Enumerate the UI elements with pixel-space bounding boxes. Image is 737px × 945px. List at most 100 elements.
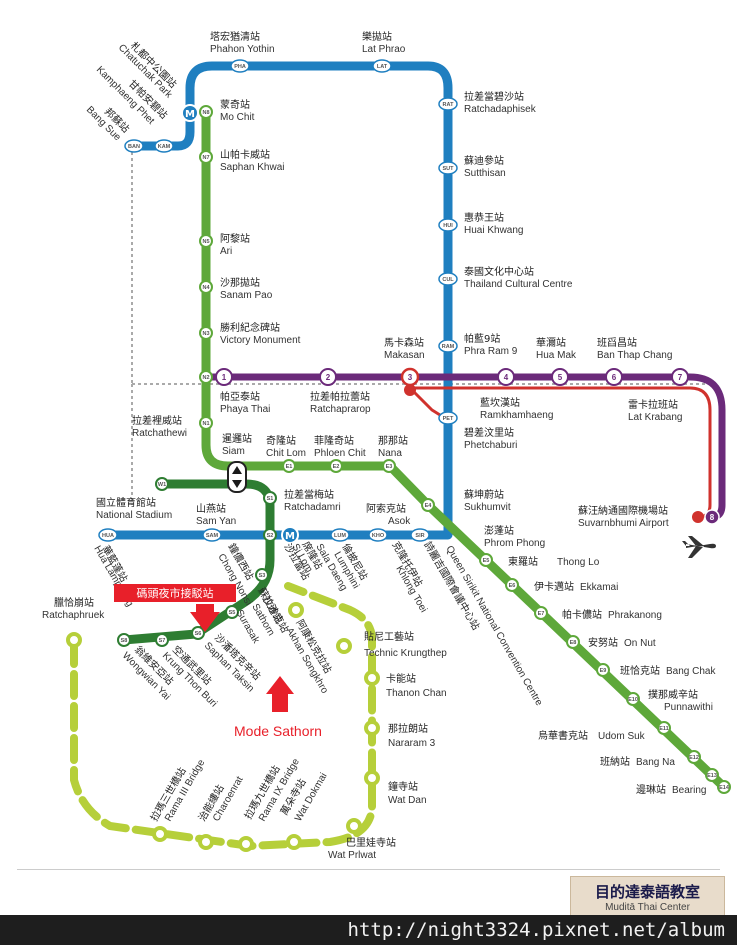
label-udomsuk: 烏華書克站 [538, 729, 588, 742]
station-pet[interactable]: PET [438, 411, 458, 425]
svg-text:N7: N7 [202, 155, 209, 161]
svg-text:HUI: HUI [443, 223, 453, 229]
station-s8[interactable]: S8 [117, 633, 131, 647]
station-e9[interactable]: E9 [596, 663, 610, 677]
station-n5[interactable]: N5 [199, 234, 213, 248]
station-ban[interactable]: BAN [124, 139, 144, 153]
station-p3[interactable]: 3 [400, 367, 420, 387]
station-p5[interactable]: 5 [551, 368, 569, 386]
label-latphrao-zh: 樂拋站 [362, 30, 392, 43]
brt-station-sathorn[interactable] [288, 602, 304, 618]
station-n4[interactable]: N4 [199, 280, 213, 294]
brt-station-akhan[interactable] [336, 638, 352, 654]
mode-sathorn-label: Mode Sathorn [234, 723, 322, 739]
label-thanonchan-zh: 卡能站 [386, 672, 416, 685]
siam-interchange[interactable] [227, 461, 247, 493]
station-pha[interactable]: PHA [230, 59, 250, 73]
station-w1[interactable]: W1 [155, 477, 169, 491]
label-phraram9-zh: 帕藍9站 [464, 332, 500, 345]
station-kho[interactable]: KHO [368, 528, 388, 542]
station-s1[interactable]: S1 [263, 491, 277, 505]
station-e14[interactable]: E14 [717, 780, 731, 794]
station-s3[interactable]: S3 [255, 568, 269, 582]
station-p4[interactable]: 4 [497, 368, 515, 386]
station-hua[interactable]: HUA [98, 528, 118, 542]
station-e10[interactable]: E10 [626, 692, 640, 706]
station-e2[interactable]: E2 [329, 459, 343, 473]
station-lum[interactable]: LUM [330, 528, 350, 542]
station-n8[interactable]: N8 [199, 105, 213, 119]
svg-text:S2: S2 [267, 533, 274, 539]
station-sir[interactable]: SIR [410, 528, 430, 542]
label-asok-en: Asok [388, 516, 411, 527]
brt-station-ramaiii[interactable] [152, 826, 168, 842]
station-p3-rail[interactable] [404, 384, 416, 396]
brt-station-ramaix[interactable] [238, 836, 254, 852]
station-sam[interactable]: SAM [202, 528, 222, 542]
svg-text:N8: N8 [202, 110, 209, 116]
station-n3[interactable]: N3 [199, 326, 213, 340]
station-s6[interactable]: S6 [191, 626, 205, 640]
svg-text:KAM: KAM [158, 144, 171, 150]
station-n2[interactable]: N2 [199, 370, 213, 384]
label-huamak-en: Hua Mak [536, 350, 577, 361]
station-sut[interactable]: SUT [438, 161, 458, 175]
station-e13[interactable]: E13 [705, 768, 719, 782]
station-e4[interactable]: E4 [421, 498, 435, 512]
label-mochit-en: Mo Chit [220, 112, 255, 123]
svg-text:E6: E6 [509, 583, 516, 589]
station-kam[interactable]: KAM [154, 139, 174, 153]
station-e1[interactable]: E1 [282, 459, 296, 473]
brt-station-nararam3[interactable] [364, 770, 380, 786]
station-lat[interactable]: LAT [372, 59, 392, 73]
label-ratchadamri-zh: 拉差當梅站 [284, 488, 334, 501]
station-e7[interactable]: E7 [534, 606, 548, 620]
label-ramkhamhaeng-en: Ramkhamhaeng [480, 410, 553, 421]
label-bangna: 班納站 [600, 755, 630, 768]
label-saphankhwai-en: Saphan Khwai [220, 162, 285, 173]
station-e11[interactable]: E11 [657, 721, 671, 735]
station-s2[interactable]: S2 [263, 528, 277, 542]
station-p8-airport[interactable]: 8 [692, 509, 720, 525]
mo-chit-interchange[interactable]: M [181, 104, 199, 122]
label-ratchaprarop-en: Ratchaprarop [310, 404, 371, 415]
station-n1[interactable]: N1 [199, 416, 213, 430]
label-ari-zh: 阿黎站 [220, 232, 250, 245]
label-ekkamai-en: Ekkamai [580, 582, 618, 593]
station-cul[interactable]: CUL [438, 272, 458, 286]
station-n7[interactable]: N7 [199, 150, 213, 164]
station-p6[interactable]: 6 [605, 368, 623, 386]
brt-station-watdan[interactable] [346, 818, 362, 834]
transit-map: M M PHA LAT BAN KAM RAT SUT HUI CUL RAM … [42, 30, 731, 861]
station-ram[interactable]: RAM [438, 339, 458, 353]
station-s7[interactable]: S7 [155, 633, 169, 647]
station-e12[interactable]: E12 [687, 750, 701, 764]
svg-text:SUT: SUT [443, 166, 455, 172]
station-p1[interactable]: 1 [215, 368, 233, 386]
svg-text:S6: S6 [195, 631, 202, 637]
station-p7[interactable]: 7 [671, 368, 689, 386]
label-phloenchit-zh: 菲隆奇站 [314, 434, 354, 447]
station-s5[interactable]: S5 [225, 605, 239, 619]
brt-station-thanonchan[interactable] [364, 720, 380, 736]
brt-station-charoenrat[interactable] [198, 834, 214, 850]
station-e6[interactable]: E6 [505, 578, 519, 592]
label-airport-en: Suvarnbhumi Airport [578, 518, 669, 529]
label-nararam3-zh: 那拉朗站 [388, 722, 428, 735]
station-e8[interactable]: E8 [566, 635, 580, 649]
brt-station-technic[interactable] [364, 670, 380, 686]
label-sukhumvit-zh: 蘇坤蔚站 [464, 488, 504, 501]
brt-station-watdokmai[interactable] [286, 834, 302, 850]
label-phayathai-zh: 帕亞泰站 [220, 390, 260, 403]
label-saphankhwai-zh: 山帕卡威站 [220, 148, 270, 161]
station-e3[interactable]: E3 [382, 459, 396, 473]
station-rat[interactable]: RAT [438, 97, 458, 111]
station-hui[interactable]: HUI [438, 218, 458, 232]
station-e5[interactable]: E5 [479, 553, 493, 567]
brt-station-ratchaphruek[interactable] [66, 632, 82, 648]
silom-interchange[interactable]: M [281, 526, 299, 544]
station-p2[interactable]: 2 [319, 368, 337, 386]
label-culture-zh: 泰國文化中心站 [464, 265, 534, 278]
svg-text:N2: N2 [202, 375, 209, 381]
svg-text:LAT: LAT [377, 64, 388, 70]
